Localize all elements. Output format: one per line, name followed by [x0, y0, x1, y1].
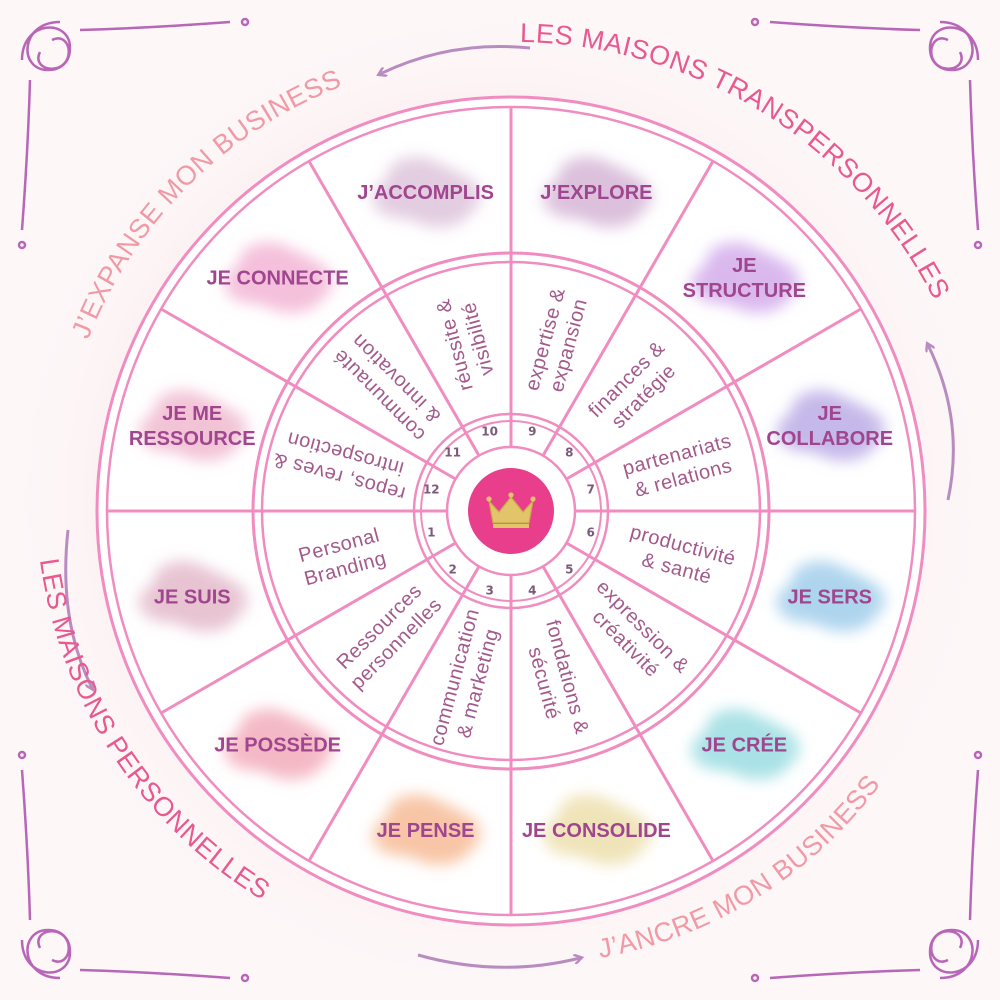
wheel-ring [95, 95, 927, 927]
house-divider [565, 541, 862, 715]
corner-ornament-top-left [17, 17, 250, 250]
house-clouds [138, 156, 886, 866]
house-divider [541, 160, 715, 457]
house-number: 9 [528, 424, 536, 438]
house-cloud [542, 793, 653, 866]
house-name: JE SERS [788, 586, 872, 608]
arrow-right [928, 345, 955, 501]
house-number: 3 [485, 584, 493, 598]
house-divider [541, 565, 715, 862]
house-divider [160, 541, 457, 715]
house-number: 6 [587, 525, 595, 539]
house-cloud [690, 241, 801, 314]
house-number: 4 [528, 584, 536, 598]
house-divider [565, 307, 862, 481]
house-cloud [775, 389, 886, 462]
house-name: JE CRÉE [702, 733, 788, 756]
house-cloud [223, 708, 334, 781]
house-number: 5 [565, 562, 573, 576]
corner-ornament-top-right [750, 17, 983, 250]
house-cloud [690, 708, 801, 781]
house-cloud [371, 156, 482, 229]
house-divider [160, 307, 457, 481]
arrow-top [380, 45, 531, 74]
house-name: JE CONSOLIDE [522, 820, 671, 842]
house-name: JE PENSE [377, 820, 475, 842]
house-number: 7 [587, 483, 595, 497]
crown-icon [486, 492, 536, 528]
house-number: 10 [481, 424, 498, 438]
house-name: J’EXPLORE [540, 182, 652, 204]
house-number: 12 [423, 483, 440, 497]
wheel-lines [95, 95, 927, 927]
house-number: 11 [444, 446, 461, 460]
house-cloud [775, 560, 886, 633]
house-cloud [371, 793, 482, 866]
house-number: 2 [448, 562, 456, 576]
house-divider [307, 160, 481, 457]
house-number: 1 [427, 525, 435, 539]
house-cloud [542, 156, 653, 229]
house-name: JE POSSÈDE [214, 733, 341, 756]
house-cloud [138, 389, 249, 462]
house-names: JE SUIS JE POSSÈDE JE PENSE JE CONSOLIDE JE … [129, 182, 893, 842]
house-number: 8 [565, 446, 573, 460]
house-name: J’ACCOMPLIS [357, 182, 494, 204]
arrow-bottom [417, 955, 580, 969]
house-cloud [223, 241, 334, 314]
house-name: JE SUIS [154, 586, 231, 608]
house-cloud [138, 560, 249, 633]
arrow-left [64, 529, 92, 688]
house-divider [307, 565, 481, 862]
corner-ornament-bottom-right [750, 750, 983, 983]
house-name: JE CONNECTE [207, 268, 349, 290]
corner-ornament-bottom-left [17, 750, 250, 983]
